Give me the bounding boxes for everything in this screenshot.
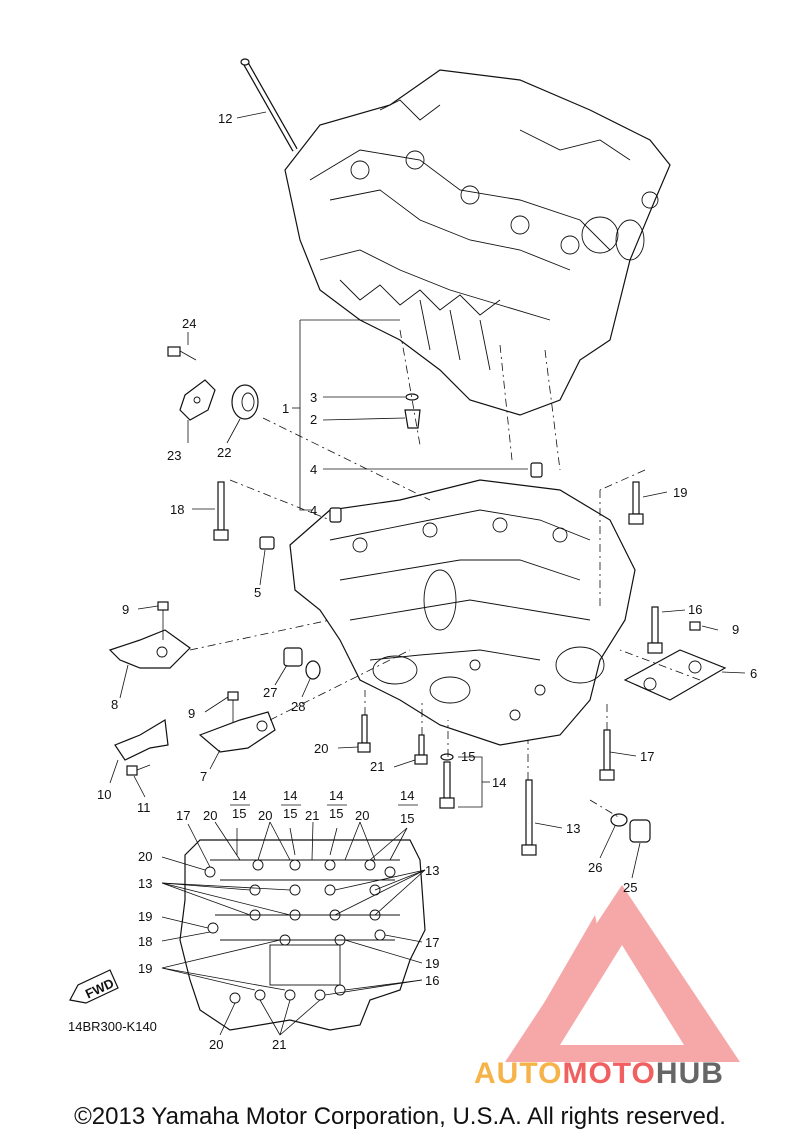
washer-26 — [610, 813, 628, 827]
plug-25 — [629, 819, 651, 843]
callout-7: 7 — [200, 769, 207, 784]
bolt-17 — [599, 729, 615, 781]
plate-7 — [198, 711, 276, 753]
map-15a: 15 — [232, 806, 246, 821]
plate-6 — [623, 649, 727, 701]
callout-23: 23 — [167, 448, 181, 463]
bracket-10 — [114, 719, 169, 761]
plug-27 — [283, 647, 303, 667]
bolt-18 — [213, 481, 229, 541]
callout-3: 3 — [310, 390, 317, 405]
bolt-16 — [647, 606, 663, 654]
callout-28: 28 — [291, 699, 305, 714]
map-left-19b: 19 — [138, 961, 152, 976]
map-right-17: 17 — [425, 935, 439, 950]
callout-16: 16 — [688, 602, 702, 617]
map-14b: 14 — [283, 788, 297, 803]
callout-18: 18 — [170, 502, 184, 517]
watermark-part-moto: MOTO — [562, 1057, 656, 1090]
map-bottom-20: 20 — [209, 1037, 223, 1052]
map-left-18: 18 — [138, 934, 152, 949]
callout-20: 20 — [314, 741, 328, 756]
map-right-16: 16 — [425, 973, 439, 988]
callout-5: 5 — [254, 585, 261, 600]
map-21: 21 — [305, 808, 319, 823]
lower-crankcase — [289, 479, 636, 746]
map-17: 17 — [176, 808, 190, 823]
callout-24: 24 — [182, 316, 196, 331]
bolt-19 — [628, 481, 644, 525]
map-left-19: 19 — [138, 909, 152, 924]
bolt-11 — [126, 764, 151, 776]
map-20b: 20 — [258, 808, 272, 823]
watermark-part-auto: AUTO — [474, 1057, 563, 1090]
map-15b: 15 — [283, 806, 297, 821]
map-15c: 15 — [329, 806, 343, 821]
callout-9a: 9 — [122, 602, 129, 617]
map-15d: 15 — [400, 811, 414, 826]
bolt-9b — [227, 691, 239, 722]
callout-6: 6 — [750, 666, 757, 681]
callout-13: 13 — [566, 821, 580, 836]
callout-21: 21 — [370, 759, 384, 774]
leader-lines — [109, 111, 746, 879]
bolt-20 — [357, 714, 371, 753]
bolt-9c — [689, 621, 701, 631]
fwd-label: FWD — [83, 975, 116, 1001]
callout-4a: 4 — [310, 462, 317, 477]
bracket-23 — [179, 379, 216, 421]
map-14c: 14 — [329, 788, 343, 803]
bearing-22 — [231, 384, 259, 420]
callout-26: 26 — [588, 860, 602, 875]
o-ring-28 — [305, 660, 321, 680]
plug-5 — [259, 536, 275, 550]
callout-14: 14 — [492, 775, 506, 790]
map-right-13: 13 — [425, 863, 439, 878]
map-14d: 14 — [400, 788, 414, 803]
o-ring-3 — [405, 393, 419, 401]
map-left-13: 13 — [138, 876, 152, 891]
upper-crankcase — [284, 69, 671, 416]
map-20a: 20 — [203, 808, 217, 823]
bolt-15-14 — [439, 753, 455, 809]
callout-9c: 9 — [732, 622, 739, 637]
drawing-code: 14BR300-K140 — [68, 1019, 157, 1034]
callout-15: 15 — [461, 749, 475, 764]
callout-4b: 4 — [310, 503, 317, 518]
map-14a: 14 — [232, 788, 246, 803]
map-left-20: 20 — [138, 849, 152, 864]
map-20c: 20 — [355, 808, 369, 823]
callout-12: 12 — [218, 111, 232, 126]
dowel-pin-4b — [329, 507, 342, 523]
map-bottom-21: 21 — [272, 1037, 286, 1052]
callout-27: 27 — [263, 685, 277, 700]
dowel-pin-4a — [530, 462, 543, 478]
callout-9b: 9 — [188, 706, 195, 721]
stud-bolt-12 — [240, 58, 298, 152]
watermark-part-hub: HUB — [655, 1057, 724, 1090]
watermark-text: AUTOMOTOHUB — [474, 1057, 724, 1091]
copyright-notice: ©2013 Yamaha Motor Corporation, U.S.A. A… — [74, 1103, 726, 1130]
bolt-13 — [521, 779, 537, 856]
callout-8: 8 — [111, 697, 118, 712]
callout-11: 11 — [137, 800, 151, 815]
watermark-logo — [505, 885, 740, 1062]
callout-2: 2 — [310, 412, 317, 427]
bolt-order-map — [161, 804, 426, 1036]
forward-arrow-icon: FWD — [69, 969, 119, 1004]
callout-19: 19 — [673, 485, 687, 500]
callout-25: 25 — [623, 880, 637, 895]
bracket-8 — [108, 629, 191, 669]
oil-jet-2 — [404, 409, 421, 429]
callout-10: 10 — [97, 787, 111, 802]
callout-1: 1 — [282, 401, 289, 416]
bolt-24 — [167, 346, 197, 361]
map-right-19: 19 — [425, 956, 439, 971]
bolt-21 — [414, 734, 428, 765]
callout-22: 22 — [217, 445, 231, 460]
alignment-lines — [189, 329, 701, 819]
callout-labels: 12 24 23 22 3 2 1 4 4 18 19 5 9 8 16 9 6… — [68, 111, 757, 1052]
callout-17: 17 — [640, 749, 654, 764]
